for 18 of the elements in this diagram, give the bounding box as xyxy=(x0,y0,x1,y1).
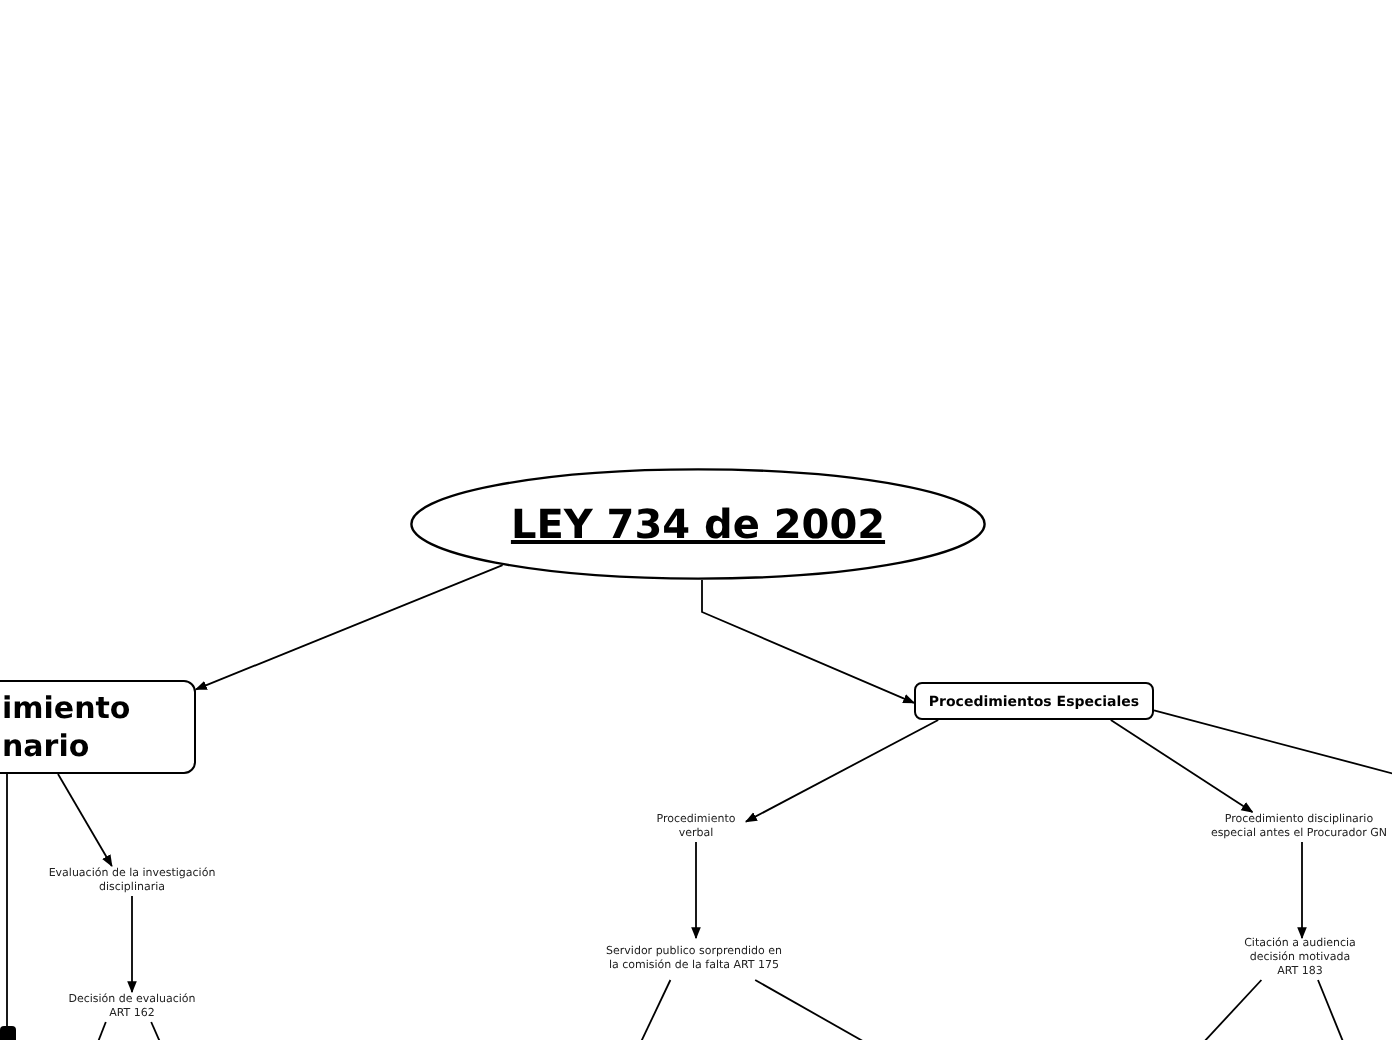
title-text: LEY 734 de 2002 xyxy=(510,500,886,548)
arrow xyxy=(691,841,701,940)
arrow xyxy=(1109,719,1254,813)
subtopic-box xyxy=(914,682,1154,720)
arrow xyxy=(127,895,137,994)
connector-line xyxy=(639,979,672,1040)
arrow xyxy=(701,579,916,704)
connector-line xyxy=(150,1021,161,1040)
topic-ellipse xyxy=(410,468,986,580)
connector-line xyxy=(97,1021,107,1040)
topic-label: imiento nario xyxy=(2,689,133,765)
connector-line xyxy=(6,773,8,1027)
arrow xyxy=(57,773,113,868)
arrow xyxy=(744,719,940,823)
arrow xyxy=(1297,841,1307,940)
connector-line xyxy=(1201,979,1263,1040)
arrow xyxy=(194,564,504,691)
connector-line xyxy=(1317,979,1345,1040)
